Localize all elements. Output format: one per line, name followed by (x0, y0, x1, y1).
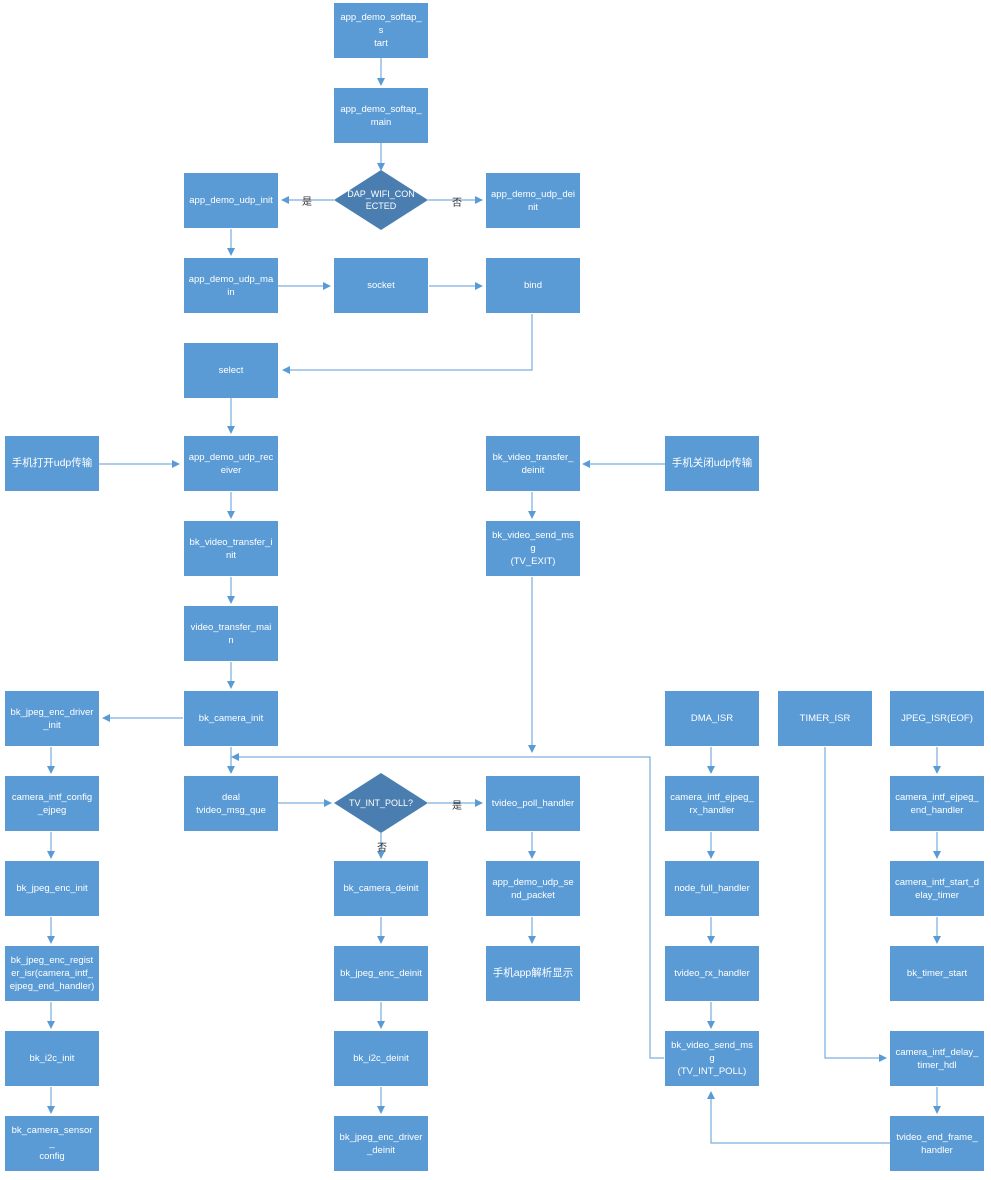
edge-timer-isr-to-delay-hdl (824, 747, 887, 1062)
edge-label-no-poll: 否 (377, 843, 387, 854)
node-jpeg-enc-driver-deinit: bk_jpeg_enc_driver _deinit (334, 1116, 428, 1171)
node-phone-close-udp: 手机关闭udp传输 (665, 436, 759, 491)
node-udp-main: app_demo_udp_ma in (184, 258, 278, 313)
node-jpeg-isr: JPEG_ISR(EOF) (890, 691, 984, 746)
node-poll-handler: tvideo_poll_handler (486, 776, 580, 831)
edge-label-no-wifi: 否 (452, 198, 462, 209)
node-udp-receiver: app_demo_udp_rec eiver (184, 436, 278, 491)
node-camera-sensor-config: bk_camera_sensor_ config (5, 1116, 99, 1171)
node-i2c-init: bk_i2c_init (5, 1031, 99, 1086)
node-select: select (184, 343, 278, 398)
node-send-msg-exit: bk_video_send_msg (TV_EXIT) (486, 521, 580, 576)
node-jpeg-enc-deinit: bk_jpeg_enc_deinit (334, 946, 428, 1001)
node-softap-start: app_demo_softap_s tart (334, 3, 428, 58)
node-deal-msg-que: deal tvideo_msg_que (184, 776, 278, 831)
node-softap-main: app_demo_softap_ main (334, 88, 428, 143)
node-timer-isr: TIMER_ISR (778, 691, 872, 746)
node-node-full-handler: node_full_handler (665, 861, 759, 916)
node-phone-open-udp: 手机打开udp传输 (5, 436, 99, 491)
node-phone-app-display: 手机app解析显示 (486, 946, 580, 1001)
node-end-frame-handler: tvideo_end_frame_ handler (890, 1116, 984, 1171)
decision-tv-int-poll: TV_INT_POLL? (348, 798, 414, 808)
node-video-transfer-init: bk_video_transfer_i nit (184, 521, 278, 576)
decision-wifi-connected-shape (334, 170, 428, 230)
node-tvideo-rx-handler: tvideo_rx_handler (665, 946, 759, 1001)
node-dma-isr: DMA_ISR (665, 691, 759, 746)
node-udp-deinit: app_demo_udp_dei nit (486, 173, 580, 228)
node-udp-init: app_demo_udp_init (184, 173, 278, 228)
node-video-transfer-deinit: bk_video_transfer_ deinit (486, 436, 580, 491)
node-timer-start: bk_timer_start (890, 946, 984, 1001)
node-udp-send-packet: app_demo_udp_se nd_packet (486, 861, 580, 916)
edge-bind-to-select (282, 314, 533, 374)
node-bind: bind (486, 258, 580, 313)
edge-label-yes-wifi: 是 (302, 197, 312, 208)
node-ejpeg-rx-handler: camera_intf_ejpeg_ rx_handler (665, 776, 759, 831)
node-delay-timer-hdl: camera_intf_delay_ timer_hdl (890, 1031, 984, 1086)
decision-wifi-connected: DAP_WIFI_CON ECTED (347, 189, 415, 211)
node-intf-config-ejpeg: camera_intf_config _ejpeg (5, 776, 99, 831)
node-i2c-deinit: bk_i2c_deinit (334, 1031, 428, 1086)
node-jpeg-enc-init: bk_jpeg_enc_init (5, 861, 99, 916)
edge-label-yes-poll: 是 (452, 801, 462, 812)
node-ejpeg-end-handler: camera_intf_ejpeg_ end_handler (890, 776, 984, 831)
node-jpeg-enc-register-isr: bk_jpeg_enc_regist er_isr(camera_intf_ e… (5, 946, 99, 1001)
edge-end-frame-to-send-poll (707, 1091, 890, 1144)
node-camera-deinit: bk_camera_deinit (334, 861, 428, 916)
decision-tv-int-poll-shape (334, 773, 428, 833)
node-send-msg-poll: bk_video_send_msg (TV_INT_POLL) (665, 1031, 759, 1086)
node-video-transfer-main: video_transfer_mai n (184, 606, 278, 661)
edge-send-poll-to-deal (231, 753, 664, 1059)
node-camera-init: bk_camera_init (184, 691, 278, 746)
node-jpeg-enc-driver-init: bk_jpeg_enc_driver _init (5, 691, 99, 746)
node-start-delay-timer: camera_intf_start_d elay_timer (890, 861, 984, 916)
node-socket: socket (334, 258, 428, 313)
